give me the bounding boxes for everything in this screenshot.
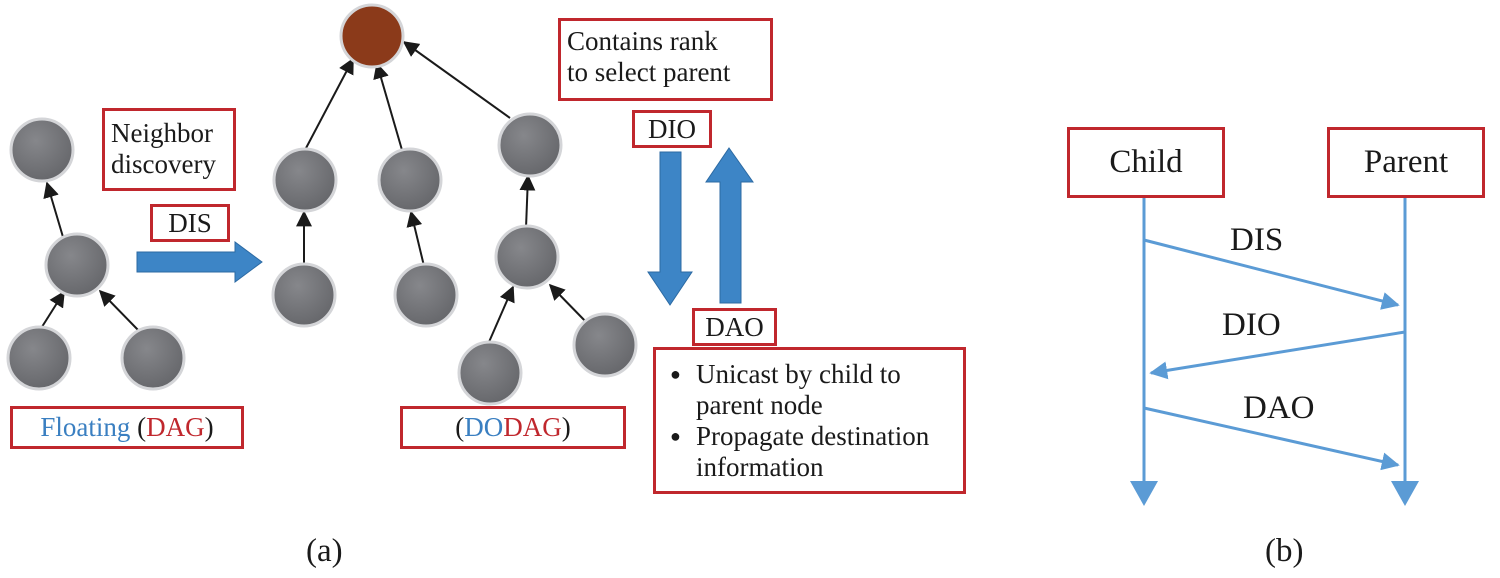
dodag-node	[393, 262, 459, 328]
caption-b: (b)	[1265, 533, 1304, 569]
dis-arrow	[136, 241, 263, 283]
edge-arrow	[39, 290, 65, 331]
dao-up-arrow	[705, 147, 754, 304]
dag-node	[6, 325, 72, 391]
dao-bullet-propagate: Propagate destination information	[666, 421, 955, 483]
dodag-node	[497, 112, 563, 178]
dao-message-arrow	[1143, 406, 1400, 471]
caption-a: (a)	[306, 533, 343, 569]
dao-info-box: Unicast by child to parent node Propagat…	[653, 347, 966, 494]
neighbor-discovery-line2: discovery	[111, 149, 216, 179]
dao-label-box: DAO	[692, 308, 777, 346]
dag-node	[9, 117, 75, 183]
dio-message-arrow	[1149, 330, 1406, 380]
edge-arrow	[488, 285, 515, 343]
dao-message-label: DAO	[1243, 390, 1315, 426]
dodag-node	[272, 147, 338, 213]
edge-arrow	[373, 62, 403, 151]
contains-rank-box: Contains rank to select parent	[558, 18, 773, 101]
dio-label: DIO	[648, 113, 696, 144]
dodag-label-box: (DODAG)	[400, 406, 626, 449]
dio-message-label: DIO	[1222, 307, 1281, 343]
parent-box: Parent	[1327, 127, 1485, 198]
dao-bullet-unicast: Unicast by child to parent node	[666, 359, 955, 421]
neighbor-discovery-line1: Neighbor	[111, 118, 213, 148]
dag-node	[120, 325, 186, 391]
dis-message-label: DIS	[1230, 222, 1284, 258]
dodag-label: (DODAG)	[455, 412, 571, 442]
child-box: Child	[1067, 127, 1225, 198]
dodag-edges	[296, 41, 591, 343]
dao-bullet-list: Unicast by child to parent node Propagat…	[666, 359, 955, 483]
floating-dag-edges	[39, 181, 141, 333]
edge-arrow	[98, 289, 141, 333]
floating-dag-nodes	[6, 117, 186, 391]
dodag-nodes	[271, 3, 638, 406]
dodag-node	[271, 262, 337, 328]
dag-node	[44, 232, 110, 298]
neighbor-discovery-box: Neighbor discovery	[102, 108, 236, 191]
dodag-node	[457, 340, 523, 406]
edge-arrow	[304, 57, 354, 151]
contains-rank-line2: to select parent	[567, 57, 731, 87]
sequence-diagram	[1142, 198, 1407, 485]
child-lifeline-end-icon	[1130, 481, 1158, 506]
parent-label: Parent	[1363, 144, 1449, 180]
dis-label-box: DIS	[150, 204, 230, 242]
floating-dag-label-box: Floating (DAG)	[10, 406, 244, 449]
floating-dag-label: Floating (DAG)	[40, 412, 214, 442]
dis-message-arrow	[1143, 238, 1400, 310]
edge-arrow	[519, 174, 536, 229]
dis-label: DIS	[168, 207, 212, 238]
edge-arrow	[43, 181, 64, 238]
edge-arrow	[406, 210, 425, 267]
dodag-node	[572, 312, 638, 378]
dodag-node	[377, 147, 443, 213]
dao-label: DAO	[705, 311, 764, 342]
edge-arrow	[548, 283, 591, 327]
dio-down-arrow	[647, 151, 693, 306]
contains-rank-line1: Contains rank	[567, 26, 718, 56]
parent-lifeline-end-icon	[1391, 481, 1419, 506]
edge-arrow	[402, 41, 511, 119]
child-label: Child	[1109, 144, 1183, 180]
root-node	[339, 3, 405, 69]
dio-label-box: DIO	[632, 110, 712, 148]
dodag-node	[494, 224, 560, 290]
